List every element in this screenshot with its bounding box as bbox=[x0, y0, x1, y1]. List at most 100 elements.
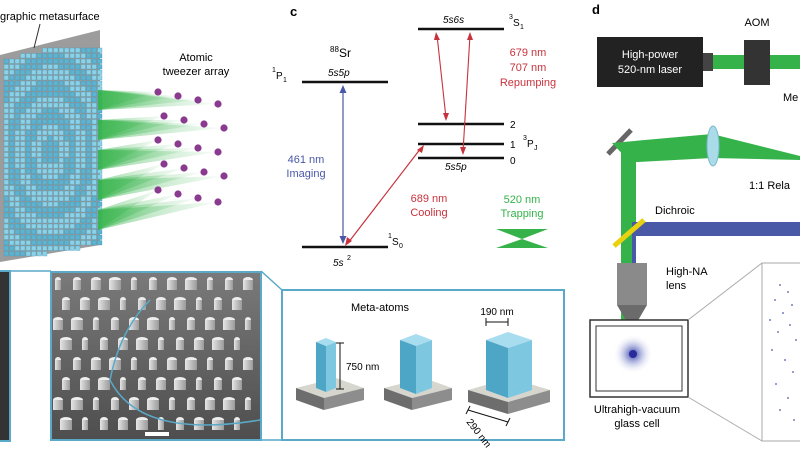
metasurface-pillar bbox=[75, 86, 81, 92]
metasurface-pillar bbox=[64, 97, 70, 103]
tweezer-atom bbox=[200, 168, 208, 176]
tweezer-atom bbox=[160, 160, 168, 168]
metasurface-pillar bbox=[42, 240, 48, 246]
sem-pillar-body bbox=[205, 400, 215, 410]
metasurface-pillar bbox=[75, 124, 81, 130]
metasurface-pillar bbox=[69, 69, 75, 75]
metasurface-pillar bbox=[91, 223, 97, 229]
array-label-line2: tweezer array bbox=[163, 66, 230, 78]
metasurface-pillar bbox=[20, 218, 26, 224]
metasurface-pillar bbox=[36, 223, 42, 229]
metasurface-pillar bbox=[20, 190, 26, 196]
sem-pillar-body bbox=[73, 360, 81, 370]
metasurface-pillar bbox=[91, 196, 97, 202]
metasurface-pillar bbox=[42, 58, 48, 64]
metasurface-pillar bbox=[53, 240, 59, 246]
metasurface-pillar bbox=[25, 141, 31, 147]
metasurface-pillar bbox=[75, 47, 81, 53]
aom-label: AOM bbox=[744, 17, 769, 29]
metasurface-pillar bbox=[53, 190, 59, 196]
meta-atoms-title: Meta-atoms bbox=[351, 302, 410, 314]
metasurface-pillar bbox=[20, 174, 26, 180]
metasurface-pillar bbox=[3, 196, 9, 202]
metasurface-pillar bbox=[14, 141, 20, 147]
metasurface-pillar bbox=[86, 119, 92, 125]
metasurface-pillar bbox=[75, 91, 81, 97]
metasurface-pillar bbox=[91, 130, 97, 136]
sem-pillar-body bbox=[185, 280, 197, 290]
sem-pillar-body bbox=[120, 300, 126, 310]
metasurface-pillar bbox=[64, 69, 70, 75]
metasurface-pillar bbox=[3, 124, 9, 130]
tweezer-beam bbox=[98, 176, 224, 200]
metasurface-pillar bbox=[25, 196, 31, 202]
metasurface-pillar bbox=[31, 58, 37, 64]
ground-term: S bbox=[392, 237, 399, 248]
metasurface-pillar bbox=[31, 174, 37, 180]
metasurface-pillar bbox=[42, 251, 48, 257]
metasurface-pillar bbox=[91, 119, 97, 125]
metasurface-pillar bbox=[64, 201, 70, 207]
zoom-line-top bbox=[687, 262, 763, 321]
metasurface-pillar bbox=[3, 223, 9, 229]
metasurface-pillar bbox=[80, 207, 86, 213]
level-3PJ-sup: 3 bbox=[523, 135, 527, 142]
metasurface-pillar bbox=[80, 75, 86, 81]
panel-d-letter: d bbox=[592, 2, 600, 17]
metasurface-pillar bbox=[25, 190, 31, 196]
metasurface-pillar bbox=[47, 97, 53, 103]
repump-679-head-down bbox=[443, 113, 449, 121]
metasurface-pillar bbox=[42, 174, 48, 180]
metasurface-pillar bbox=[75, 245, 81, 251]
metasurface-pillar bbox=[69, 163, 75, 169]
metasurface-pillar bbox=[64, 207, 70, 213]
metasurface-pillar bbox=[3, 185, 9, 191]
metasurface-pillar bbox=[25, 130, 31, 136]
metasurface-pillar bbox=[58, 53, 64, 59]
metasurface-pillar bbox=[97, 69, 103, 75]
metasurface-pillar bbox=[47, 130, 53, 136]
metasurface-pillar bbox=[91, 174, 97, 180]
metasurface-pillar bbox=[53, 179, 59, 185]
laser-aperture bbox=[703, 53, 713, 71]
metasurface-pillar bbox=[14, 58, 20, 64]
metasurface-pillar bbox=[42, 119, 48, 125]
atom-image-point bbox=[779, 409, 781, 411]
metasurface-pillar bbox=[80, 201, 86, 207]
tweezer-atoms bbox=[154, 88, 228, 206]
metasurface-pillar bbox=[9, 201, 15, 207]
metasurface-pillar bbox=[80, 135, 86, 141]
metasurface-pillar bbox=[58, 190, 64, 196]
metasurface-pillar bbox=[75, 108, 81, 114]
metasurface-pillar bbox=[86, 190, 92, 196]
metasurface-pillar bbox=[36, 157, 42, 163]
metasurface-pillar bbox=[75, 80, 81, 86]
metasurface-pillar bbox=[31, 113, 37, 119]
metasurface-pillar bbox=[3, 113, 9, 119]
tweezer-atom bbox=[220, 172, 228, 180]
metasurface-pillar bbox=[58, 64, 64, 70]
aom-device bbox=[744, 40, 770, 85]
sem-pillar-body bbox=[232, 380, 242, 390]
metasurface-pillar bbox=[47, 64, 53, 70]
metasurface-pillar bbox=[36, 135, 42, 141]
metasurface-pillar bbox=[9, 80, 15, 86]
metasurface-pillar bbox=[25, 163, 31, 169]
metasurface-pillar bbox=[58, 163, 64, 169]
metasurface-pillar bbox=[3, 163, 9, 169]
metasurface-pillar bbox=[25, 102, 31, 108]
metasurface-pillar bbox=[20, 135, 26, 141]
metasurface-pillar bbox=[75, 130, 81, 136]
metasurface-pillar bbox=[86, 234, 92, 240]
metasurface-pillar bbox=[69, 75, 75, 81]
metasurface-pillar bbox=[58, 146, 64, 152]
metasurface-pillar bbox=[86, 80, 92, 86]
metasurface-pillar bbox=[69, 201, 75, 207]
metasurface-pillar bbox=[47, 174, 53, 180]
metasurface-pillar bbox=[3, 229, 9, 235]
sem-pillar-body bbox=[225, 360, 233, 370]
tweezer-atom bbox=[180, 116, 188, 124]
metasurface-pillar bbox=[31, 69, 37, 75]
sem-pillar-body bbox=[129, 320, 139, 330]
metasurface-pillar bbox=[86, 207, 92, 213]
